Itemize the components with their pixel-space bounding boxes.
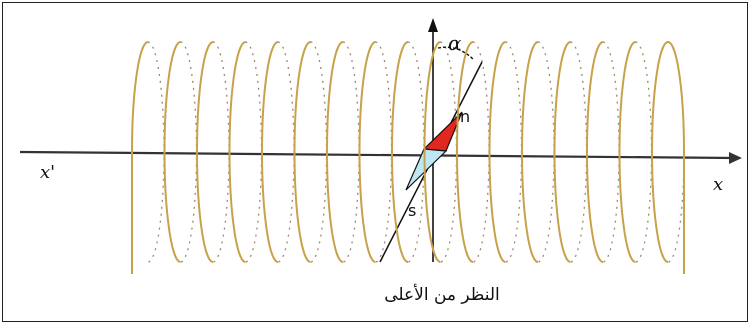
caption-view-from-above: النظر من الأعلى: [384, 284, 500, 305]
coil-front-half: [553, 41, 571, 263]
coil-front-half: [586, 41, 604, 263]
coil-back-half: [375, 41, 393, 263]
x-axis-arrowhead: [729, 152, 742, 164]
vertical-arrowhead: [428, 18, 438, 32]
coil-front-half: [358, 41, 376, 263]
label-north: n: [460, 107, 470, 126]
coil-back-half: [277, 41, 295, 263]
coil-front-half: [651, 41, 669, 263]
coil-front-half: [261, 41, 279, 263]
coil-front-half: [618, 41, 636, 263]
coil-front-half: [163, 41, 181, 263]
coil-front-half: [228, 41, 246, 263]
label-south: s: [408, 201, 416, 220]
x-axis-line: [19, 150, 736, 160]
coil-front-half: [423, 41, 441, 263]
coil-front-half: [521, 41, 539, 263]
coil-back-half: [407, 41, 425, 263]
coil-back-half: [667, 41, 685, 263]
coil-back-half: [180, 41, 198, 263]
coil-front-half: [456, 41, 474, 263]
label-x-prime: x': [40, 162, 55, 183]
angle-arc: [437, 46, 475, 61]
label-alpha: α: [448, 31, 462, 55]
coil-back-half: [212, 41, 230, 263]
coil-lead-wire: [667, 41, 685, 274]
coil-back-half: [635, 41, 653, 263]
coil-back-half: [602, 41, 620, 263]
coil-back-half: [245, 41, 263, 263]
coil-back-half: [505, 41, 523, 263]
coil-back-half: [570, 41, 588, 263]
coil-front-half: [293, 41, 311, 263]
coil-back-halves: [147, 41, 685, 263]
coil-front-halves: [131, 41, 685, 274]
compass-needle-south: [405, 148, 448, 191]
coil-front-half: [391, 41, 409, 263]
label-x: x: [713, 174, 723, 195]
coil-front-half: [326, 41, 344, 263]
coil-front-half: [131, 41, 149, 274]
coil-front-half: [488, 41, 506, 263]
coil-back-half: [342, 41, 360, 263]
coil-back-half: [310, 41, 328, 263]
coil-front-half: [196, 41, 214, 263]
coil-back-half: [537, 41, 555, 263]
